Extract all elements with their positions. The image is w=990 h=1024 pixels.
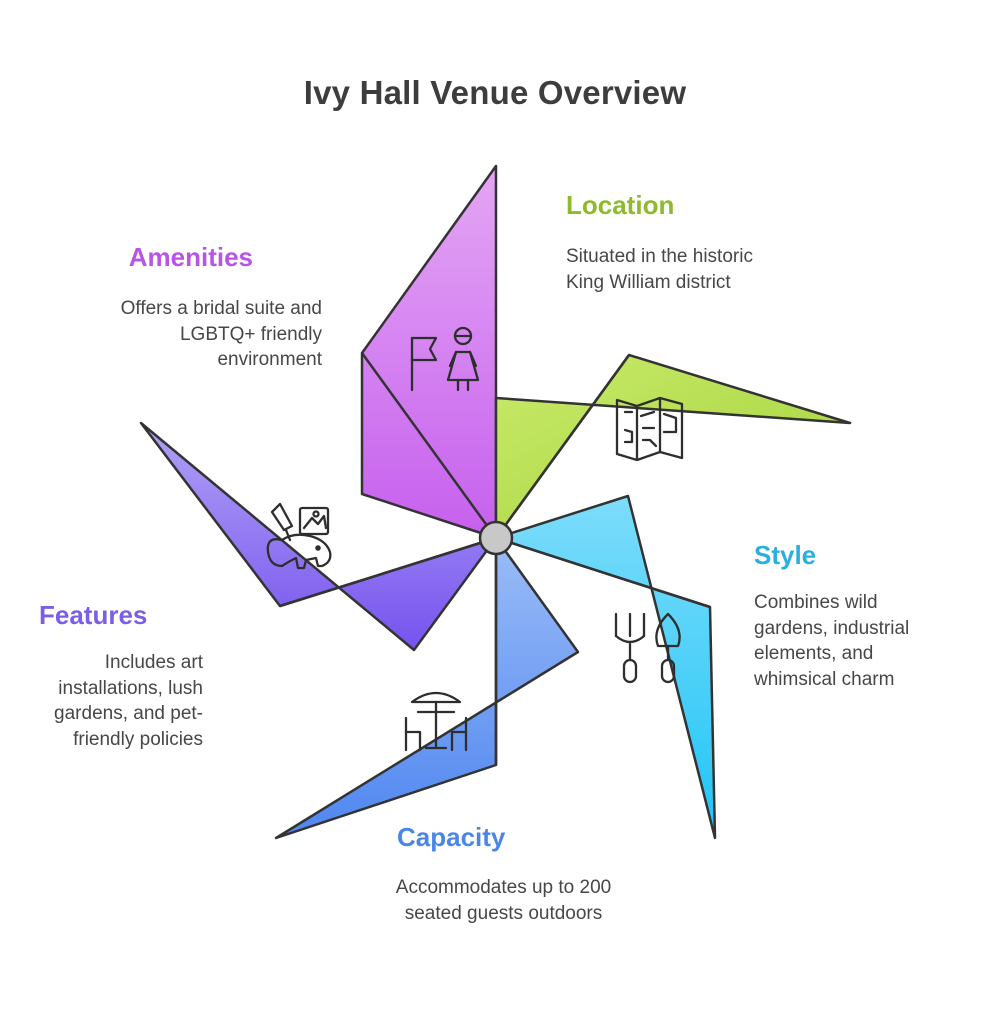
hub <box>478 520 514 556</box>
capacity-heading: Capacity <box>397 822 506 852</box>
garden-tools-icon <box>614 612 681 684</box>
amenities-blade <box>360 164 498 540</box>
style-heading: Style <box>754 540 817 570</box>
bride-flag-icon <box>410 326 480 392</box>
location-heading: Location <box>566 190 675 220</box>
style-description: Combines wild gardens, industrial elemen… <box>754 592 910 690</box>
patio-table-icon <box>404 691 468 752</box>
location-blade <box>494 353 852 540</box>
amenities-description: Offers a bridal suite and LGBTQ+ friendl… <box>120 298 322 370</box>
amenities-heading: Amenities <box>128 242 253 272</box>
capacity-description: Accommodates up to 200 seated guests out… <box>395 877 612 924</box>
features-heading: Features <box>39 600 148 630</box>
features-description: Includes art installations, lush gardens… <box>54 652 203 750</box>
location-description: Situated in the historic King William di… <box>566 246 753 293</box>
page-title: Ivy Hall Venue Overview <box>303 74 687 111</box>
art-pet-icon <box>266 502 332 570</box>
map-icon <box>615 396 684 462</box>
